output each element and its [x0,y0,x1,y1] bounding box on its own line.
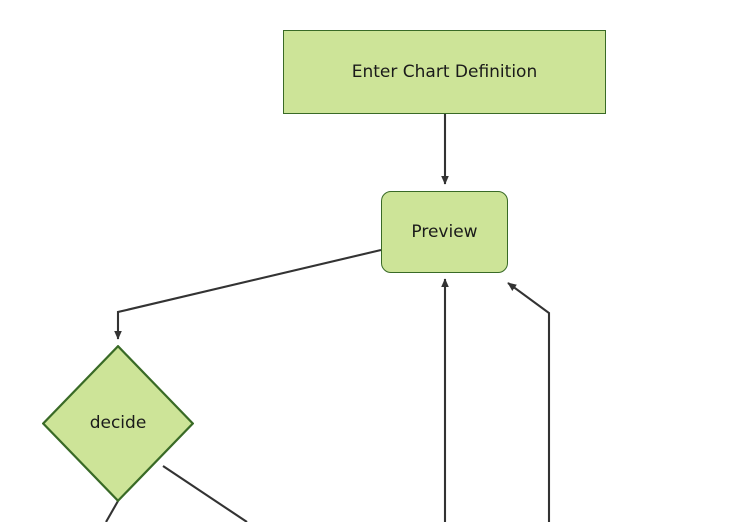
node-label: decide [89,413,147,433]
node-label: Preview [411,221,478,242]
edge-bottom-right-to-preview [507,282,551,522]
node-label: Enter Chart Definition [351,61,538,82]
node-enter-chart-definition[interactable]: Enter Chart Definition [283,30,606,114]
node-decide[interactable]: decide [42,345,194,502]
node-preview[interactable]: Preview [381,191,508,273]
edge-decide-to-bottom-left [105,500,119,522]
edge-decide-to-bottom-right [162,465,248,522]
edge-preview-to-decide [114,248,382,340]
diamond-shape [42,345,194,502]
